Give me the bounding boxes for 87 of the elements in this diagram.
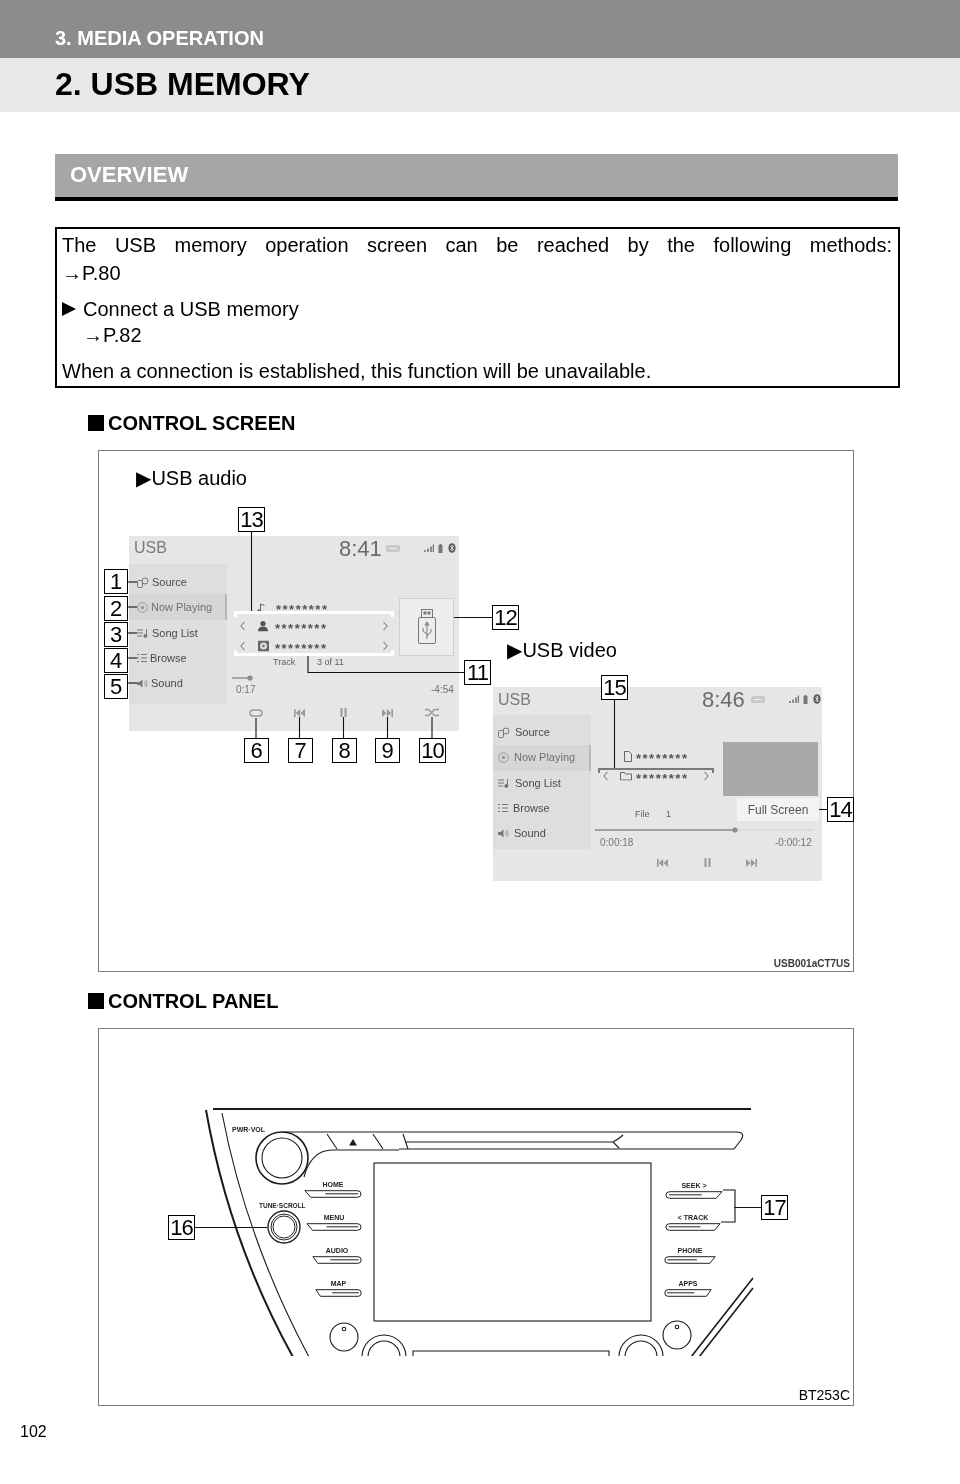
leader-line: [431, 716, 433, 739]
leader-line: [720, 1206, 762, 1223]
clock-time: 8:41: [339, 537, 382, 561]
full-screen-button: Full Screen: [737, 798, 819, 821]
leader-line: [250, 531, 253, 612]
leader-line: [127, 606, 138, 608]
leader-line: [298, 716, 301, 739]
masked-text: ********: [275, 619, 328, 635]
figure-code: USB001aCT7US: [773, 958, 850, 970]
paragraph: When a connection is established, this function will be unavailable.: [62, 359, 653, 384]
track-counter: 3 of 11: [317, 657, 344, 667]
elapsed-time: 0:17: [236, 684, 256, 696]
menu-item: Song List: [137, 625, 198, 641]
remaining-time: -4:54: [431, 684, 454, 696]
leader-line: [194, 1226, 268, 1229]
leader-line: [307, 655, 465, 674]
subheading: ▶USB audio: [136, 466, 247, 490]
callout-number: 12: [492, 605, 519, 630]
callout-number: 9: [375, 738, 400, 763]
track-label: Track: [273, 657, 296, 667]
file-label: File: [635, 809, 650, 819]
callout-number: 10: [419, 738, 446, 763]
section-subheading: CONTROL PANEL: [108, 989, 279, 1013]
section-subheading: CONTROL SCREEN: [108, 411, 296, 435]
menu-item: Now Playing: [137, 599, 213, 615]
bracketed-group: [234, 611, 394, 656]
callout-number: 1: [104, 569, 128, 594]
menu-item: Browse: [137, 650, 187, 666]
cover-art: [399, 598, 454, 656]
bullet-item: Connect a USB memory →P.82: [83, 297, 299, 348]
leader-line: [255, 717, 257, 739]
callout-number: 13: [238, 507, 265, 532]
masked-text: ********: [636, 750, 689, 765]
leader-line: [386, 716, 389, 739]
masked-text: ********: [275, 639, 328, 655]
menu-item: Source: [498, 725, 550, 739]
callout-number: 5: [104, 674, 128, 699]
leader-line: [127, 657, 138, 659]
callout-number: 16: [168, 1215, 195, 1240]
menu-item: Song List: [498, 776, 561, 790]
leader-line: [127, 682, 138, 684]
callout-number: 14: [827, 797, 854, 822]
info-box: [55, 227, 900, 388]
masked-text: ********: [276, 601, 329, 616]
callout-number: 2: [104, 596, 128, 621]
callout-number: 8: [332, 738, 357, 763]
masked-text: ********: [636, 769, 689, 785]
skip-forward-icon: [382, 709, 393, 717]
skip-back-icon: [294, 709, 305, 717]
pause-icon: [340, 708, 347, 717]
menu-item: Now Playing: [498, 750, 576, 764]
leader-line: [818, 808, 828, 811]
callout-number: 3: [104, 622, 128, 647]
screen-display: [129, 536, 459, 731]
subheading: ▶USB video: [507, 638, 617, 662]
section-heading: OVERVIEW: [55, 154, 898, 201]
leader-line: [127, 581, 138, 583]
callout-number: 6: [244, 738, 269, 763]
figure-frame: [98, 450, 854, 972]
page-number: 102: [20, 1423, 47, 1441]
leader-line: [613, 699, 616, 769]
figure-frame: [98, 1028, 854, 1406]
menu-item: Sound: [498, 826, 546, 840]
callout-number: 7: [288, 738, 313, 763]
menu-item: Source: [137, 574, 187, 590]
leader-line: [453, 616, 493, 619]
shuffle-icon: [425, 708, 439, 717]
file-number: 1: [666, 809, 671, 819]
rotary-knob: [267, 1210, 301, 1244]
callout-number: 15: [601, 675, 628, 700]
menu-item: Sound: [137, 675, 183, 691]
screen-title: USB: [498, 691, 531, 709]
leader-line: [342, 716, 345, 739]
remaining-time: -0:00:12: [775, 837, 812, 849]
elapsed-time: 0:00:18: [600, 837, 634, 849]
paragraph: The USB memory operation screen can be reached by the following methods: →P.80: [62, 233, 892, 286]
figure-code: BT253C: [798, 1387, 850, 1403]
repeat-icon: [249, 708, 263, 718]
menu-item: Browse: [498, 801, 550, 815]
page-title: 2. USB MEMORY: [0, 58, 960, 112]
callout-number: 17: [761, 1195, 788, 1220]
leader-line: [127, 632, 138, 634]
callout-number: 4: [104, 648, 128, 673]
screen-title: USB: [134, 539, 167, 557]
callout-number: 11: [464, 660, 491, 685]
clock-time: 8:46: [702, 688, 745, 712]
running-header: 3. MEDIA OPERATION: [0, 0, 960, 58]
